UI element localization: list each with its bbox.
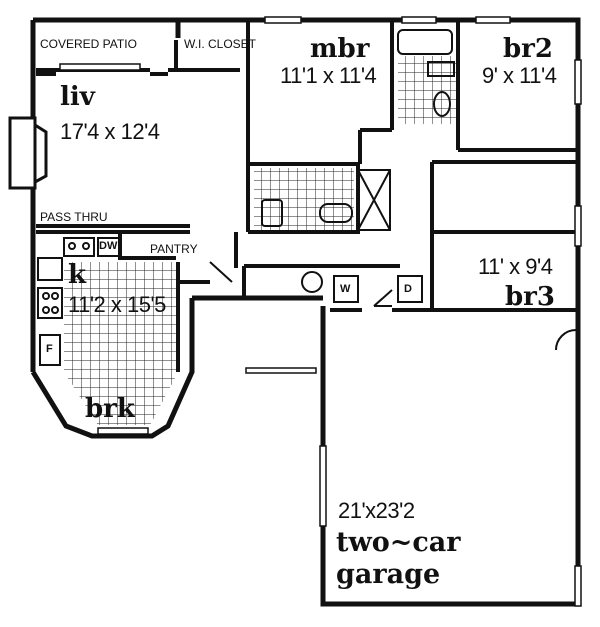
garage-size: 21'x23'2 [338, 498, 415, 523]
washer-label: W [340, 283, 351, 295]
bedroom-3-size: 11' x 9'4 [478, 254, 553, 279]
garage-name-line1: two~car [336, 527, 461, 558]
master-bedroom-size: 11'1 x 11'4 [280, 63, 377, 88]
master-bedroom-name: mbr [310, 34, 370, 64]
kitchen-size: 11'2 x 15'5 [68, 292, 166, 317]
bedroom-3-name: br3 [505, 282, 555, 312]
breakfast-name: brk [85, 394, 135, 424]
windows [59, 16, 582, 607]
fireplace [8, 116, 48, 190]
living-room-name: liv [60, 82, 95, 112]
fixtures [37, 29, 577, 366]
dishwasher-label: DW [99, 240, 118, 252]
bedroom-2-size: 9' x 11'4 [482, 63, 557, 88]
living-room-size: 17'4 x 12'4 [60, 119, 160, 144]
walk-in-closet-label: W.I. CLOSET [184, 37, 257, 51]
pantry-label: PANTRY [150, 242, 198, 256]
kitchen-name: k [68, 260, 87, 290]
garage-name-line2: garage [336, 559, 441, 590]
kitchen-tile [64, 262, 178, 425]
bedroom-2-name: br2 [503, 34, 553, 64]
dryer-label: D [404, 283, 412, 295]
fridge-label: F [46, 343, 53, 355]
covered-patio-label: COVERED PATIO [40, 37, 137, 51]
pass-thru-label: PASS THRU [40, 210, 108, 224]
